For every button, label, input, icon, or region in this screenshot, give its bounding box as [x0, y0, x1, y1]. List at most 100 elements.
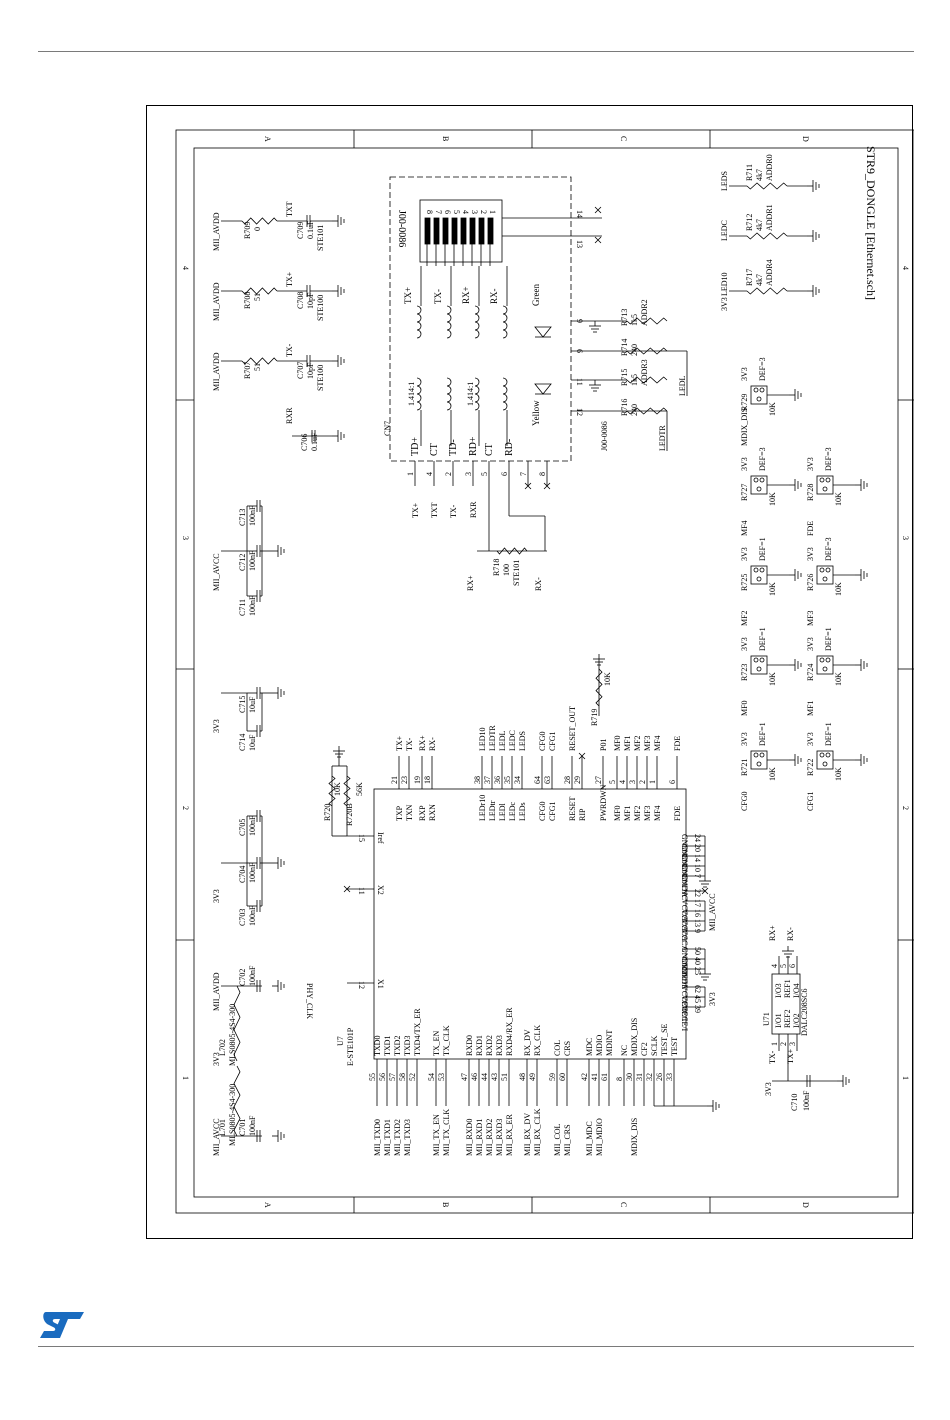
capacitor-symbol	[256, 857, 261, 869]
jumper-default: DEF=1	[824, 627, 833, 651]
net-label: CFG1	[806, 791, 815, 811]
jumper-pin	[759, 567, 765, 573]
winding-coil	[446, 377, 452, 387]
jumper-default: DEF=1	[758, 627, 767, 651]
power-net-label: 3V3	[720, 297, 729, 311]
zone-letter: A	[263, 1202, 272, 1208]
connector-part-label: J00-0086	[396, 210, 407, 247]
power-net-label: MII_AVDD	[212, 212, 221, 251]
capacitor-value: 100nF	[248, 905, 257, 926]
pin-name: MDIX_DIS	[630, 1018, 639, 1056]
rj45-contact	[442, 217, 449, 245]
resistor-symbol	[626, 407, 668, 415]
rj45-pin-number: 3	[470, 210, 479, 214]
resistor-value: 10K	[834, 767, 843, 781]
jumper-pin	[753, 657, 759, 663]
pin-name: REF1	[783, 979, 792, 998]
capacitor-value: 100nF	[248, 862, 257, 883]
ground-icon	[837, 1075, 850, 1087]
rj45-contact	[469, 217, 476, 245]
winding-coil	[416, 393, 422, 403]
resistor-ref: R711	[745, 164, 754, 181]
pin-number: 5	[779, 964, 788, 968]
net-label: CFG0	[740, 791, 749, 811]
pin-name: LEDs	[518, 802, 527, 821]
no-connect-mark	[343, 885, 351, 893]
jumper-pin	[825, 657, 831, 663]
net-label: TX+	[786, 1048, 795, 1064]
capacitor-ref: C708	[296, 292, 305, 309]
pin-name: MDC	[585, 1038, 594, 1056]
net-label: MII_TXD2	[393, 1119, 402, 1156]
rj45-pin-number: 8	[425, 210, 434, 214]
pin-name: TEST_SE	[660, 1023, 669, 1056]
jumper-pin	[825, 752, 831, 758]
pin-number: 56	[378, 1073, 387, 1081]
net-label: MII_RXD0	[465, 1119, 474, 1156]
jumper-pin	[753, 752, 759, 758]
pin-number: 62	[693, 985, 702, 993]
pin-name: VCCA	[680, 909, 689, 931]
capacitor-ref: C704	[238, 866, 247, 883]
resistor-value: 10K	[768, 492, 777, 506]
pin-name: FDE	[673, 806, 682, 821]
net-label: LED10	[720, 272, 729, 296]
pin-number: 6	[668, 780, 677, 784]
jumper-ref: R726	[806, 574, 815, 591]
resistor-ref: R719	[590, 709, 599, 726]
jumper-pin	[756, 486, 762, 492]
pin-number: 14	[693, 854, 702, 862]
jumper-ref: R722	[806, 759, 815, 776]
winding-coil	[416, 401, 422, 411]
ferrite-part: MLS0805-4S4-300	[228, 1004, 237, 1066]
power-net-label: MII_AVCC	[212, 1118, 221, 1156]
pin-name: VCCA	[680, 919, 689, 941]
pin-name: LEDr10	[478, 795, 487, 821]
pin-number: 25	[693, 967, 702, 975]
capacitor-ref: C706	[300, 434, 309, 451]
ground-icon	[332, 285, 345, 297]
winding-coil	[474, 321, 480, 331]
jumper-pin	[756, 761, 762, 767]
pin-number: 3	[628, 780, 637, 784]
capacitor-ref: C705	[238, 819, 247, 836]
pin-name: CF2	[640, 1042, 649, 1056]
jumper-ref: R728	[806, 484, 815, 501]
pin-name: GNDE/I	[680, 947, 689, 974]
capacitor-ref: C701	[238, 1119, 247, 1136]
resistor-symbol	[233, 985, 241, 1062]
pin-number: 51	[500, 1073, 509, 1081]
net-label: LEDC	[508, 730, 517, 751]
no-connect-mark	[578, 752, 586, 760]
pin-name: VCCA	[680, 929, 689, 951]
border-inner	[193, 147, 899, 1198]
jumper-ref: R724	[806, 664, 815, 681]
winding-label: TX+	[403, 287, 413, 304]
pin-number: 8	[615, 1077, 624, 1081]
no-connect-mark	[543, 482, 551, 490]
transformer-ratio-2: 1.414:1	[466, 382, 475, 406]
winding-label: TX-	[433, 289, 443, 304]
ground-icon	[699, 876, 711, 888]
net-label: MF2	[633, 735, 642, 751]
no-connect-mark	[594, 236, 602, 244]
pin-number: 5	[608, 780, 617, 784]
net-label: MF4	[653, 735, 662, 751]
jumper-default: DEF=1	[758, 722, 767, 746]
pin-name: TXD4/TX_ER	[413, 1008, 422, 1056]
pin-number: 32	[645, 1073, 654, 1081]
resistor-value: 4k7	[755, 274, 764, 286]
pin-name: NC	[680, 889, 689, 900]
net-label: MII_TX_EN	[432, 1114, 441, 1156]
capacitor-part: STE101	[316, 225, 325, 251]
winding-coil	[416, 313, 422, 323]
ground-icon	[855, 569, 868, 581]
capacitor-symbol	[256, 725, 261, 737]
resistor-value: 10K	[603, 672, 612, 686]
connector-pin-number: 6	[500, 472, 509, 476]
capacitor-value: 100nF	[248, 1115, 257, 1136]
winding-coil	[502, 385, 508, 395]
